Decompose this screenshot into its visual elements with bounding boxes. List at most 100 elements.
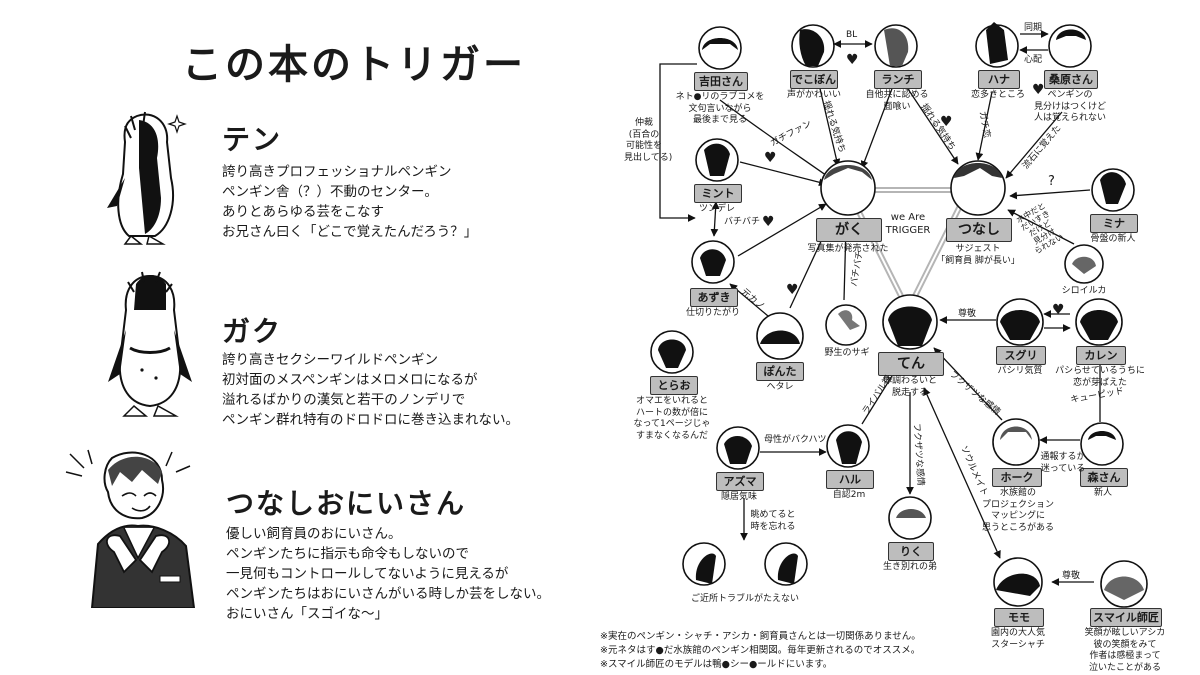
portrait-sketches xyxy=(658,22,1144,600)
edge-label-pachipachi: バチバチ xyxy=(724,217,761,227)
gaku-desc-4: ペンギン群れ特有のドロドロに巻き込まれない。 xyxy=(222,412,519,428)
node-azuma-label: アズマ xyxy=(716,472,764,491)
node-suguri-label: スグリ xyxy=(996,346,1046,365)
edge-shiroiruka-tsunashi xyxy=(1007,209,1075,245)
gaku-penguin-illustration xyxy=(108,271,192,417)
node-karen-caption: パシらせているうちに 恋が芽ばえた xyxy=(1055,366,1145,388)
node-riku-caption: 生き別れの弟 xyxy=(882,562,937,572)
node-sagi-caption: 野生のサギ xyxy=(824,348,870,358)
node-minto-label: ミント xyxy=(694,184,742,203)
node-hoku-label: ホーク xyxy=(992,468,1042,487)
node-ponta-label: ぽんた xyxy=(756,362,804,381)
edge-label-nagameru: 眺めてると 時を忘れる xyxy=(750,510,796,532)
gaku-desc-3: 溢れるばかりの漢気と若干のノンデリで xyxy=(222,392,466,408)
page-title: この本のトリガー xyxy=(182,42,526,88)
node-momo-caption: 園内の大人気 スターシャチ xyxy=(990,628,1045,650)
node-hana-label: ハナ xyxy=(978,70,1020,89)
edge-label-shinpai: 心配 xyxy=(1024,55,1043,65)
edge-label-douki: 同期 xyxy=(1024,23,1043,33)
node-mina-caption: 骨盤の新人 xyxy=(1090,234,1136,244)
edge-minto-azuki xyxy=(710,201,720,237)
footnote-3: ※スマイル師匠のモデルは鴨●シー●ールドにいます。 xyxy=(600,659,833,670)
node-haru-caption: 自認2m xyxy=(832,490,866,500)
edge-dekobon-gaku xyxy=(817,79,841,167)
footnote-2: ※元ネタはす●だ水族館のペンギン相関図。毎年更新されるのでオススメ。 xyxy=(600,645,921,656)
node-hana-caption: 恋多きところ xyxy=(970,90,1025,100)
edge-minto-gaku xyxy=(739,161,827,187)
node-gaku-caption: 写真集が発売された xyxy=(807,244,889,254)
node-yoshida-caption: ネト●リのラブコメを 文句言いながら 最後まで見る xyxy=(675,92,765,125)
node-azuki-label: あずき xyxy=(690,288,738,307)
node-azuma-caption: 隠居気味 xyxy=(720,492,757,502)
node-dekobon-label: でこぼん xyxy=(790,70,838,89)
footnote-1: ※実在のペンギン・シャチ・アシカ・飼育員さんとは一切関係ありません。 xyxy=(600,631,921,642)
heart-hana: ♥ xyxy=(1032,82,1045,98)
ten-desc-3: ありとあらゆる芸をこなす xyxy=(222,204,384,220)
node-riku-label: りく xyxy=(888,542,934,561)
portrait-yoshida xyxy=(698,26,742,70)
node-mori-label: 森さん xyxy=(1080,468,1128,487)
ten-desc-2: ペンギン舎（？）不動のセンター。 xyxy=(222,184,438,200)
gaku-desc-2: 初対面のメスペンギンはメロメロになるが xyxy=(222,372,478,388)
node-torao-caption: オマエをいれると ハートの数が倍に なって1ページじゃ すまなくなるんだ xyxy=(633,396,711,441)
edge-mina-tsunashi xyxy=(1009,189,1091,200)
node-gaku-label: がく xyxy=(816,218,882,242)
ten-penguin-illustration xyxy=(107,111,187,245)
edge-ranchi-gaku xyxy=(860,77,897,169)
tsunashi-desc-3: 一見何もコントロールしてないように見えるが xyxy=(226,566,509,582)
heart-dekobon-ranchi: ♥ xyxy=(846,52,859,68)
ten-desc-4: お兄さん曰く「どこで覚えたんだろう？」 xyxy=(222,224,478,240)
portrait-tsunashi xyxy=(950,160,1006,216)
heart-ponta: ♥ xyxy=(786,282,799,298)
tsunashi-desc-5: おにいさん「スゴイな～」 xyxy=(226,606,388,622)
edge-label-question: ? xyxy=(1048,174,1055,189)
center-label-2: TRIGGER xyxy=(885,225,931,236)
edge-label-boseii: 母性がバクハツ xyxy=(764,435,827,445)
node-yoshida-label: 吉田さん xyxy=(694,72,748,91)
node-dekobon-caption: 声がかわいい xyxy=(786,90,841,100)
ten-name: テン xyxy=(222,123,283,156)
node-momo-label: モモ xyxy=(994,608,1044,627)
node-mina-label: ミナ xyxy=(1090,214,1138,233)
edge-label-sonkei: 尊敬 xyxy=(958,309,977,319)
heart-minto: ♥ xyxy=(764,150,777,166)
node-ten-caption: 体調わるいと 脱走する xyxy=(882,376,937,398)
node-ten-label: てん xyxy=(878,352,944,376)
node-minto-caption: ツンデレ xyxy=(698,204,735,214)
tsunashi-illustration xyxy=(65,449,196,608)
heart-ranchi-tsunashi: ♥ xyxy=(940,114,953,130)
node-hoku-caption: 水族館の プロジェクション マッピングに 思うところがある xyxy=(981,488,1054,533)
heart-suguri-karen: ♥ xyxy=(1052,302,1065,318)
node-smile-label: スマイル師匠 xyxy=(1090,608,1162,627)
node-suguri-caption: パシリ気質 xyxy=(997,366,1043,376)
portrait-mori xyxy=(1080,422,1124,466)
portrait-gaku xyxy=(820,160,876,216)
center-label-1: we Are xyxy=(891,212,925,223)
node-torao-label: とらお xyxy=(650,376,698,395)
node-haru-label: ハル xyxy=(826,470,874,489)
node-ranchi-label: ランチ xyxy=(874,70,922,89)
gaku-name: ガク xyxy=(222,315,283,348)
node-smile-caption: 笑顔が眩しいアシカ 彼の笑顔をみて 作者は感極まって 泣いたことがある xyxy=(1084,628,1166,673)
edge-kuwabara-tsunashi xyxy=(1005,111,1063,179)
node-eels-caption: ご近所トラブルがたえない xyxy=(690,594,799,604)
edge-label-sonkei2: 尊敬 xyxy=(1062,571,1081,581)
node-mori-caption: 新人 xyxy=(1093,488,1112,498)
edge-ten-momo xyxy=(923,387,1001,559)
edge-label-chuusai: 仲裁 (百合の 可能性を 見出してる) xyxy=(624,118,673,163)
node-azuki-caption: 仕切りたがり xyxy=(685,308,740,318)
edge-yoshida-minto-bracket xyxy=(659,63,697,222)
edge-label-tsuuhou: 通報するか 迷っている xyxy=(1040,452,1086,474)
node-kuwabara-label: 桑原さん xyxy=(1044,70,1098,89)
tsunashi-desc-2: ペンギンたちに指示も命令もしないので xyxy=(226,546,469,562)
node-ponta-caption: ヘタレ xyxy=(766,382,794,392)
node-tsunashi-label: つなし xyxy=(946,218,1012,242)
portrait-sagi xyxy=(825,304,867,346)
heart-azuki: ♥ xyxy=(762,214,775,230)
edge-yoshida-gaku xyxy=(719,99,831,179)
tsunashi-desc-4: ペンギンたちはおにいさんがいる時しか芸をしない。 xyxy=(226,586,550,602)
tsunashi-desc-1: 優しい飼育員のおにいさん。 xyxy=(226,526,402,542)
edge-hana-tsunashi xyxy=(975,91,993,161)
